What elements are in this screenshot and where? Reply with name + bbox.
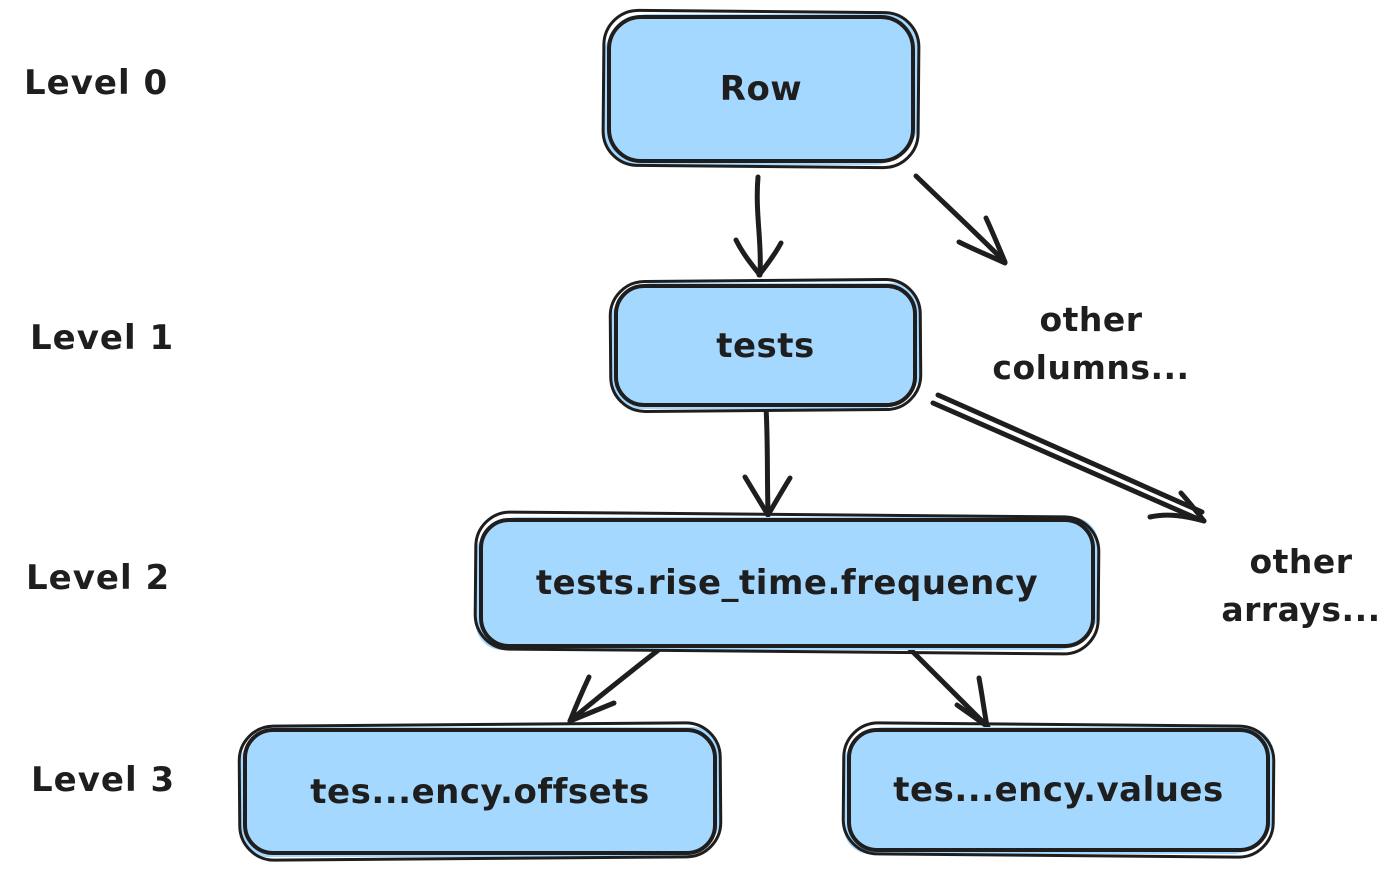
- level-3-label: Level 3: [31, 760, 176, 800]
- node-tests-rise-time-frequency: tests.rise_time.frequency: [479, 518, 1095, 648]
- annotation-other-arrays-line2: arrays...: [1221, 589, 1381, 629]
- arrow-level2-to-offsets: [567, 645, 664, 724]
- annotation-other-columns-line1: other: [1039, 300, 1143, 339]
- node-tests-rise-time-frequency-label: tests.rise_time.frequency: [535, 563, 1039, 603]
- level-2-label: Level 2: [26, 558, 171, 598]
- node-row-label: Row: [719, 69, 803, 109]
- node-offsets: tes...ency.offsets: [243, 728, 717, 855]
- level-1-label: Level 1: [30, 318, 175, 358]
- node-values: tes...ency.values: [847, 728, 1270, 852]
- arrow-tests-to-other-arrays: [930, 392, 1207, 524]
- node-tests-label: tests: [716, 325, 815, 366]
- node-tests: tests: [614, 284, 917, 407]
- node-values-label: tes...ency.values: [893, 770, 1224, 810]
- annotation-other-columns: other columns...: [985, 296, 1197, 392]
- arrow-level2-to-values: [902, 641, 991, 730]
- annotation-other-arrays: other arrays...: [1203, 538, 1397, 634]
- annotation-other-columns-line2: columns...: [992, 347, 1190, 387]
- arrow-tests-to-level2: [742, 404, 793, 518]
- annotation-other-arrays-line1: other: [1249, 542, 1353, 581]
- node-row: Row: [607, 15, 915, 163]
- arrow-row-to-tests: [733, 174, 784, 278]
- level-0-label: Level 0: [24, 63, 169, 103]
- arrow-row-to-other-columns: [913, 173, 1008, 266]
- node-offsets-label: tes...ency.offsets: [310, 771, 650, 812]
